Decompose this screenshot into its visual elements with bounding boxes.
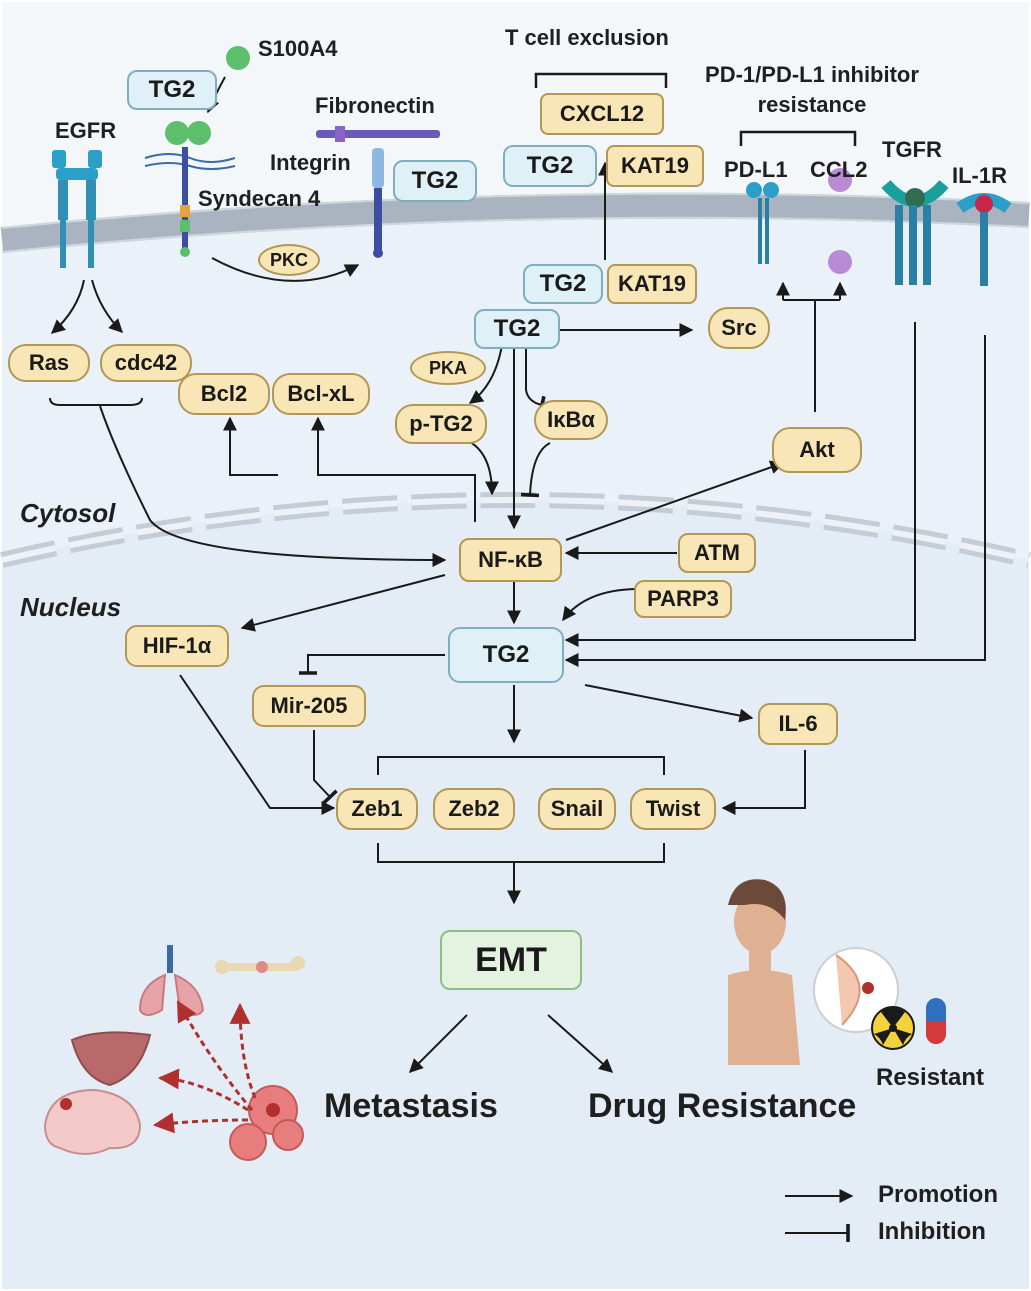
bone-icon — [215, 956, 305, 974]
tgfr-receptor-icon — [881, 179, 949, 285]
il6-node: IL-6 — [758, 703, 838, 745]
pdl1-receptor-icon — [746, 182, 779, 264]
parp3-node: PARP3 — [634, 580, 732, 618]
tg2-kat19-complex-node: TG2 — [523, 264, 603, 304]
breast-tissue-icon — [813, 947, 899, 1033]
radiation-icon — [871, 1006, 915, 1050]
legend-promotion-label: Promotion — [878, 1181, 998, 1208]
resistant-label: Resistant — [876, 1064, 985, 1091]
extracellular-space — [2, 2, 1029, 238]
inhibition-arrows — [299, 347, 551, 805]
ccl2-icon — [828, 168, 852, 274]
pd1-resistance-label-line2: resistance — [757, 92, 867, 117]
akt-node: Akt — [772, 427, 862, 473]
tg2-cytosol-node: TG2 — [474, 309, 560, 349]
mir205-node: Mir-205 — [252, 685, 366, 727]
pka-node: PKA — [410, 351, 486, 385]
ikba-node: IκBα — [534, 400, 608, 440]
zeb1-node: Zeb1 — [336, 788, 418, 830]
src-node: Src — [708, 307, 770, 349]
cxcl12-node: CXCL12 — [540, 93, 664, 135]
brain-icon — [43, 1088, 142, 1155]
cdc42-node: cdc42 — [100, 344, 192, 382]
tumor-cell-icon — [229, 1085, 304, 1161]
legend-inhibition-label: Inhibition — [878, 1218, 986, 1245]
metastasis-arrows — [152, 1000, 257, 1134]
atm-node: ATM — [678, 533, 756, 573]
ras-node: Ras — [8, 344, 90, 382]
twist-node: Twist — [630, 788, 716, 830]
tg2-nucleus-node: TG2 — [448, 627, 564, 683]
nfkb-node: NF-κB — [459, 538, 562, 582]
nucleus-label: Nucleus — [20, 592, 122, 622]
t-cell-exclusion-label: T cell exclusion — [505, 25, 669, 50]
emt-node: EMT — [440, 930, 582, 990]
s100a4-label: S100A4 — [258, 36, 338, 61]
ras-cdc42-bracket — [49, 397, 143, 406]
tg2-tcell-node: TG2 — [503, 145, 597, 187]
patient-icon — [728, 879, 800, 1065]
capsule-icon — [926, 998, 946, 1044]
bcl2-node: Bcl2 — [178, 373, 270, 415]
drug-resistance-label: Drug Resistance — [588, 1087, 857, 1125]
promotion-arrows — [50, 76, 986, 1073]
nucleus-region — [2, 500, 1029, 1289]
pd1-resistance-label-line1: PD-1/PD-L1 inhibitor — [705, 62, 919, 87]
il1r-receptor-icon — [956, 193, 1012, 286]
kat19-tcell-node: KAT19 — [606, 145, 704, 187]
egfr-label: EGFR — [55, 118, 117, 143]
hif1a-node: HIF-1α — [125, 625, 229, 667]
bclxl-node: Bcl-xL — [272, 373, 370, 415]
snail-node: Snail — [538, 788, 616, 830]
fibronectin-label: Fibronectin — [315, 93, 435, 118]
syndecan-receptor-icon — [144, 46, 250, 257]
integrin-label: Integrin — [270, 150, 351, 175]
egfr-receptor-icon — [52, 150, 102, 268]
kat19-complex-node: KAT19 — [607, 264, 697, 304]
ccl2-label: CCL2 — [810, 157, 868, 182]
pkc-node: PKC — [258, 244, 320, 276]
cytosol-label: Cytosol — [20, 498, 116, 528]
plasma-membrane — [0, 192, 1030, 253]
pd1-bracket — [739, 130, 857, 146]
t-cell-exclusion-bracket — [534, 72, 668, 88]
zeb-top-bracket — [377, 756, 665, 775]
pdl1-label: PD-L1 — [724, 157, 788, 182]
zeb-bottom-bracket — [377, 843, 665, 863]
integrin-receptor-icon — [316, 126, 440, 258]
liver-icon — [70, 1031, 152, 1087]
zeb2-node: Zeb2 — [433, 788, 515, 830]
p-tg2-node: p-TG2 — [395, 404, 487, 444]
metastasis-label: Metastasis — [324, 1087, 498, 1125]
tg2-extracellular-node: TG2 — [127, 70, 217, 110]
tg2-integrin-node: TG2 — [393, 160, 477, 202]
syndecan-label: Syndecan 4 — [198, 186, 321, 211]
tgfr-label: TGFR — [882, 137, 942, 162]
il1r-label: IL-1R — [952, 163, 1007, 188]
